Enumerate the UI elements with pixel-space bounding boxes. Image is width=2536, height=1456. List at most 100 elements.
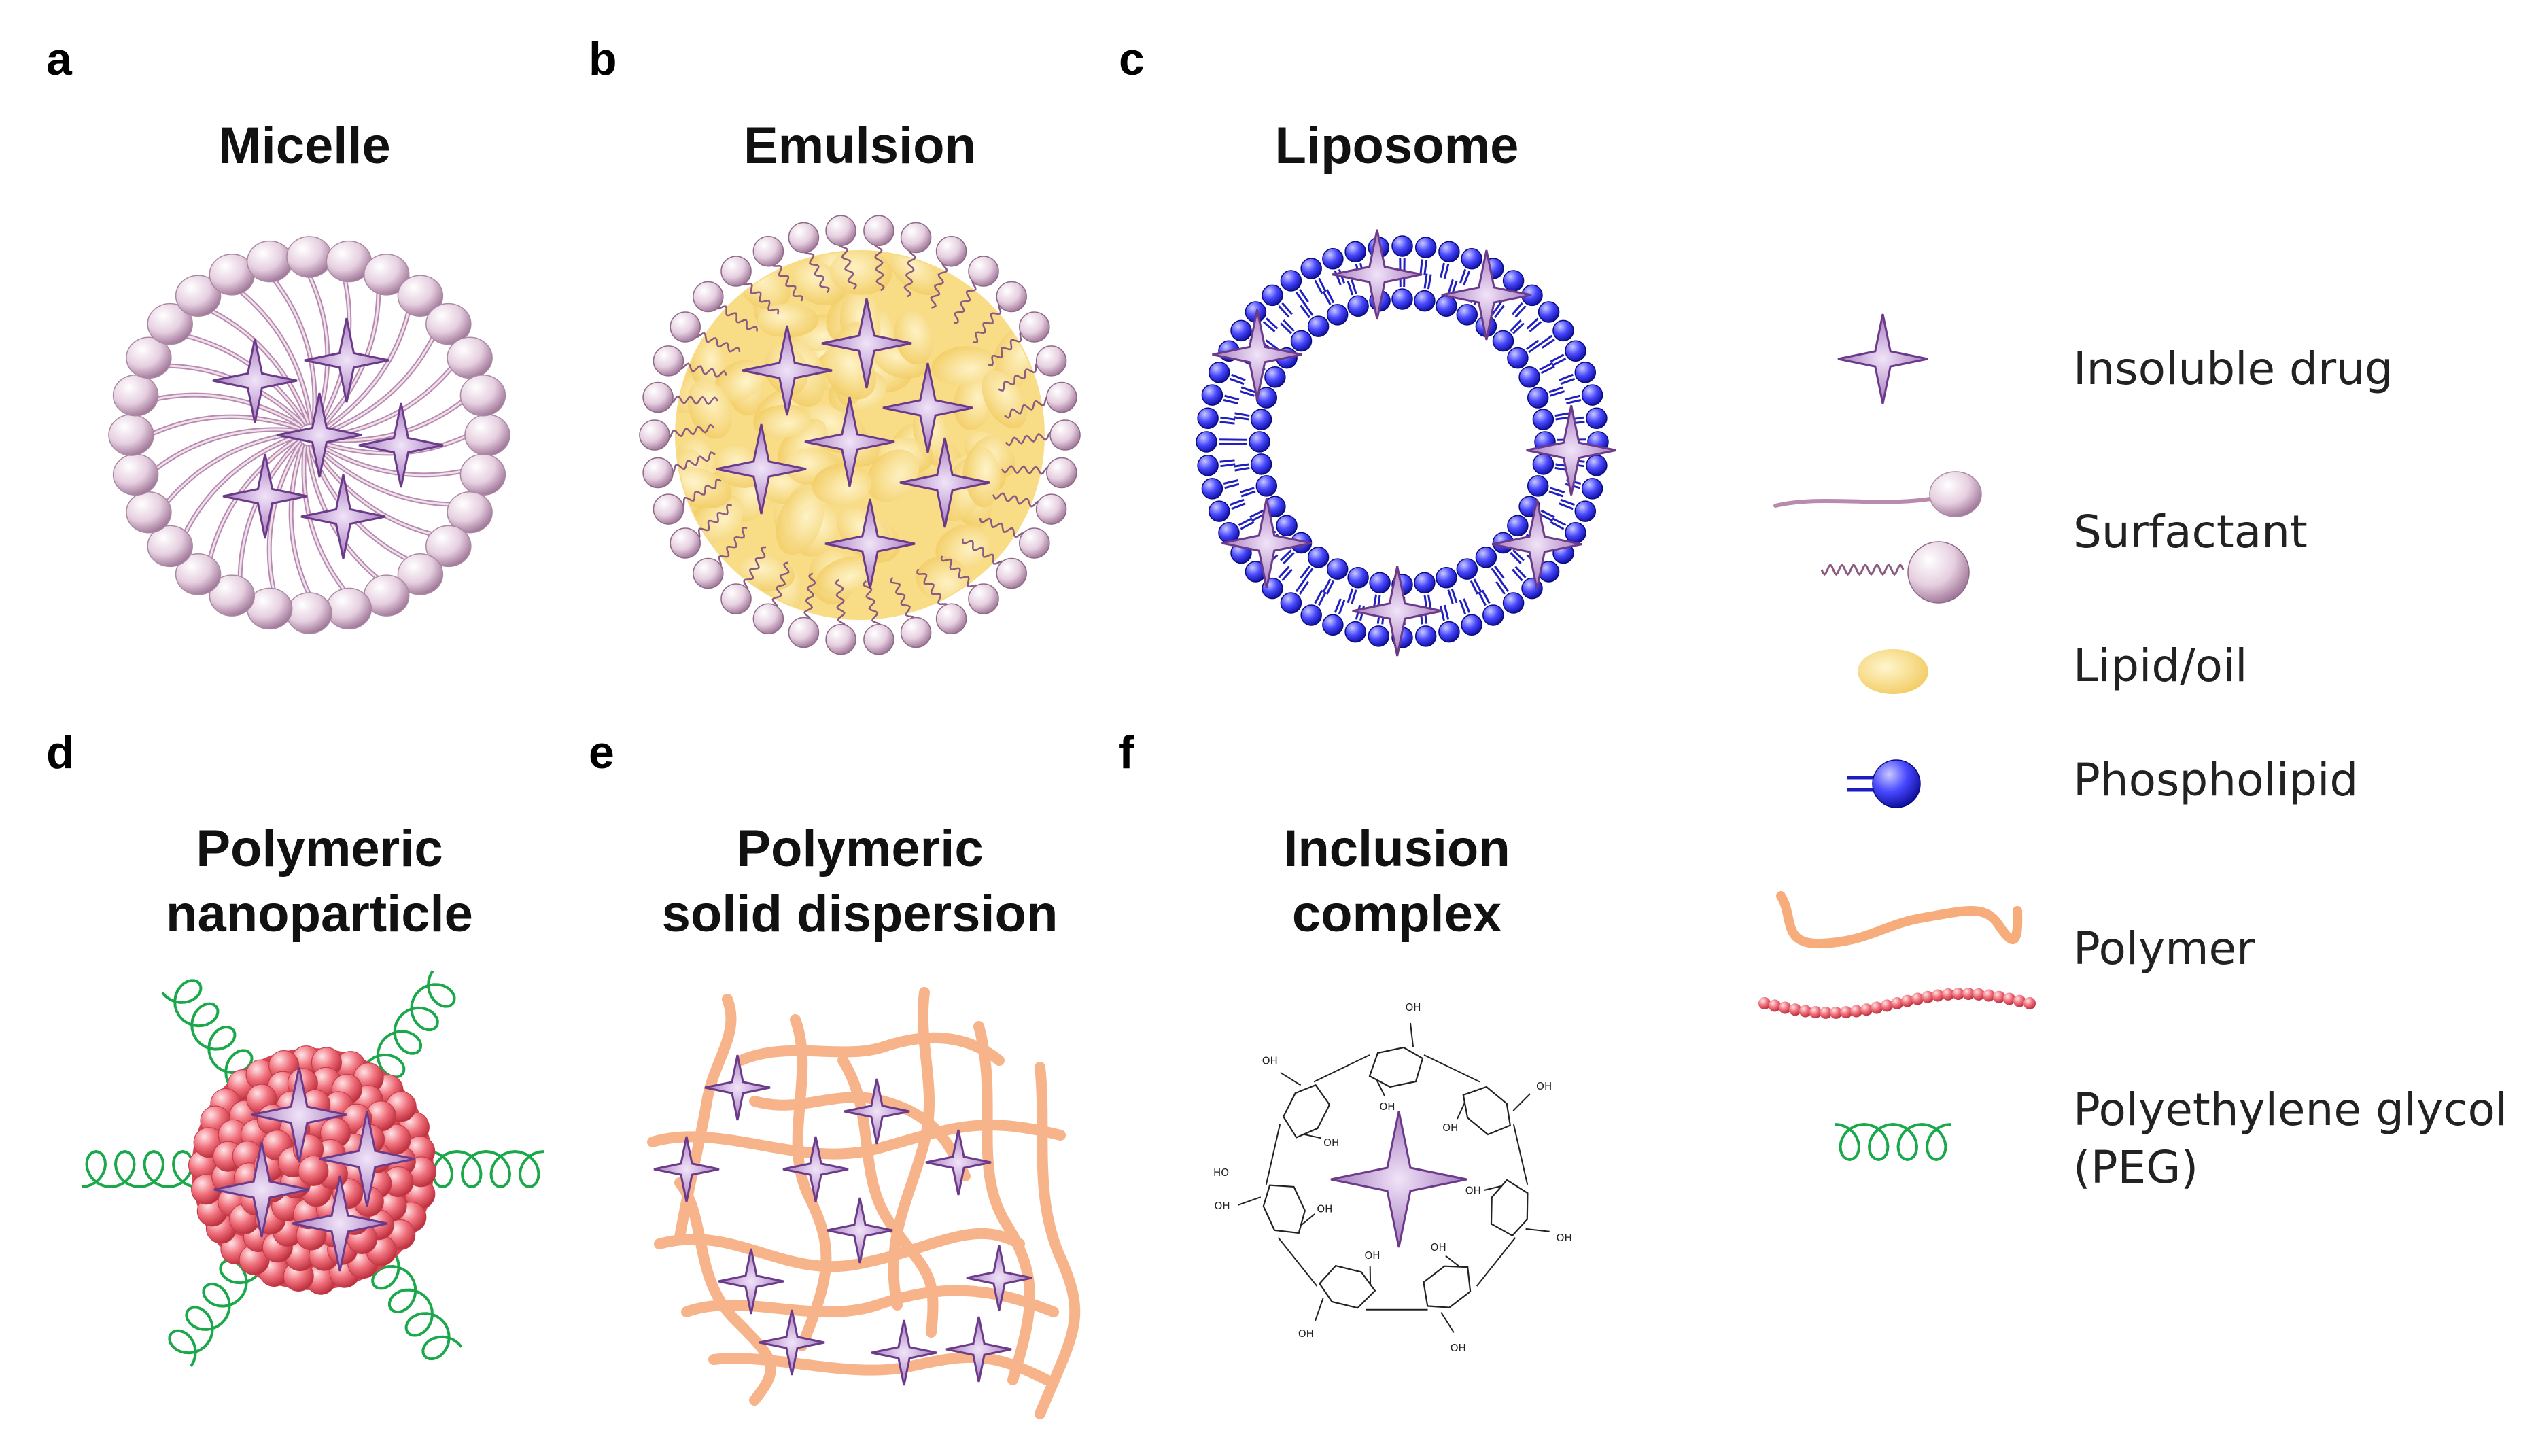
polymer-bead bbox=[1881, 999, 1893, 1012]
surfactant-head bbox=[246, 240, 293, 283]
drug-star-icon bbox=[212, 338, 298, 423]
drug-star-icon bbox=[966, 1245, 1032, 1311]
phospholipid-tail bbox=[1240, 521, 1255, 530]
hydroxyl-label: OH bbox=[1317, 1203, 1332, 1215]
polymer-bead bbox=[2013, 994, 2026, 1007]
micelle-diagram bbox=[108, 236, 510, 634]
surfactant-tail bbox=[962, 538, 1005, 566]
phospholipid-tail bbox=[1318, 591, 1327, 606]
phospholipid-head bbox=[1456, 558, 1478, 580]
phospholipid-tail bbox=[1351, 589, 1357, 605]
phospholipid-head bbox=[1532, 409, 1554, 430]
phospholipid-head bbox=[1527, 475, 1549, 497]
surfactant-head bbox=[147, 525, 193, 568]
phospholipid-head bbox=[1369, 572, 1391, 594]
surfactant-head bbox=[642, 381, 674, 413]
phospholipid-head bbox=[1368, 625, 1390, 647]
lipid-oil-droplet bbox=[982, 370, 1027, 429]
lipid-oil-droplet bbox=[690, 339, 726, 392]
polymer-bead bbox=[1993, 990, 2005, 1003]
surfactant-head bbox=[112, 453, 159, 496]
phospholipid-head bbox=[1574, 500, 1597, 522]
surfactant-head bbox=[1019, 311, 1050, 343]
panel-title-dispersion-line2: solid dispersion bbox=[662, 885, 1058, 943]
surfactant-tail-highlight bbox=[273, 278, 316, 425]
phospholipid-tail bbox=[1539, 334, 1553, 345]
polymer-bead bbox=[1891, 997, 1903, 1009]
surfactant-tail bbox=[987, 330, 1026, 366]
phospholipid-tail bbox=[1423, 260, 1428, 275]
phospholipid-tail bbox=[1447, 279, 1454, 294]
surfactant-head bbox=[900, 222, 932, 254]
surfactant-head bbox=[126, 336, 172, 379]
surfactant-head bbox=[968, 583, 999, 614]
surfactant-tail bbox=[678, 479, 722, 508]
surfactant-tail-highlight bbox=[183, 434, 298, 536]
phospholipid-tail bbox=[1224, 394, 1240, 401]
surfactant-head bbox=[175, 275, 222, 317]
surfactant-head bbox=[1929, 471, 1982, 517]
phospholipid-tail bbox=[1552, 517, 1567, 526]
lipid-oil-droplet bbox=[965, 447, 1001, 508]
phospholipid-tail bbox=[1427, 274, 1432, 290]
hydroxymethyl-bond bbox=[1525, 1228, 1550, 1232]
drug-star-icon bbox=[1221, 498, 1312, 589]
surfactant-tail-highlight bbox=[290, 444, 311, 596]
panel-title-nanoparticle-line2: nanoparticle bbox=[166, 885, 473, 943]
lipid-oil-icon bbox=[1858, 649, 1928, 694]
glycosidic-bond bbox=[1265, 1124, 1281, 1185]
polymeric-nanoparticle-diagram bbox=[81, 970, 544, 1368]
emulsion-diagram bbox=[639, 215, 1081, 655]
surfactant-head bbox=[425, 302, 472, 345]
phospholipid-tail bbox=[1231, 373, 1246, 381]
phospholipid-tail bbox=[1239, 487, 1255, 493]
legend-label-lipid-oil: Lipid/oil bbox=[2073, 640, 2248, 692]
hydroxyl-label: OH bbox=[1262, 1054, 1278, 1067]
drug-star-icon bbox=[1526, 405, 1617, 496]
surfactant-tail-highlight bbox=[239, 440, 300, 580]
phospholipid-tail bbox=[1322, 578, 1332, 593]
phospholipid-tail bbox=[1565, 394, 1580, 401]
drug-star-icon bbox=[292, 1175, 388, 1272]
polymer-bead bbox=[1779, 1001, 1791, 1014]
hydroxyl-label: OH bbox=[1465, 1184, 1481, 1196]
phospholipid-tail bbox=[1300, 565, 1311, 579]
phospholipid-head bbox=[1250, 453, 1272, 475]
phospholipid-tail bbox=[1470, 580, 1479, 595]
drug-star-icon bbox=[804, 396, 895, 487]
hydroxyl-label: OH bbox=[1379, 1100, 1395, 1113]
phospholipid-head bbox=[1307, 547, 1330, 568]
phospholipid-head bbox=[1414, 237, 1437, 258]
phospholipid-tail bbox=[1234, 463, 1249, 468]
phospholipid-tail bbox=[1220, 463, 1236, 468]
phospholipid-tail bbox=[1512, 568, 1523, 582]
phospholipid-tail bbox=[1219, 459, 1235, 463]
phospholipid-tail bbox=[1283, 552, 1295, 564]
phospholipid-head bbox=[1502, 270, 1525, 292]
phospholipid-tail bbox=[1223, 399, 1238, 404]
phospholipid-tail bbox=[1224, 483, 1240, 489]
phospholipid-tail bbox=[1278, 566, 1290, 578]
drug-star-icon bbox=[925, 1129, 992, 1196]
phospholipid-tail bbox=[1463, 598, 1471, 613]
surfactant-head bbox=[447, 491, 493, 534]
phospholipid-head bbox=[1300, 604, 1322, 626]
phospholipid-tail bbox=[1493, 305, 1505, 319]
phospholipid-tail bbox=[1443, 264, 1450, 279]
polymer-bead bbox=[1799, 1005, 1811, 1018]
surfactant-tail-highlight bbox=[239, 290, 313, 424]
hydroxyl-label: OH bbox=[1215, 1200, 1230, 1212]
phospholipid-head bbox=[1507, 347, 1529, 369]
drug-star-icon bbox=[213, 1141, 310, 1238]
phospholipid-head bbox=[1438, 241, 1460, 263]
surfactant-tail bbox=[715, 304, 758, 332]
panel-title-inclusion-line2: complex bbox=[1292, 885, 1501, 943]
drug-star-icon bbox=[704, 1054, 771, 1121]
panel-title-liposome: Liposome bbox=[1275, 117, 1519, 175]
lipid-oil-droplet bbox=[753, 404, 811, 438]
legend-label-phospholipid: Phospholipid bbox=[2073, 754, 2358, 806]
phospholipid-head bbox=[1208, 500, 1230, 522]
phospholipid-head bbox=[1197, 407, 1219, 430]
legend-icons bbox=[1758, 313, 2036, 1161]
